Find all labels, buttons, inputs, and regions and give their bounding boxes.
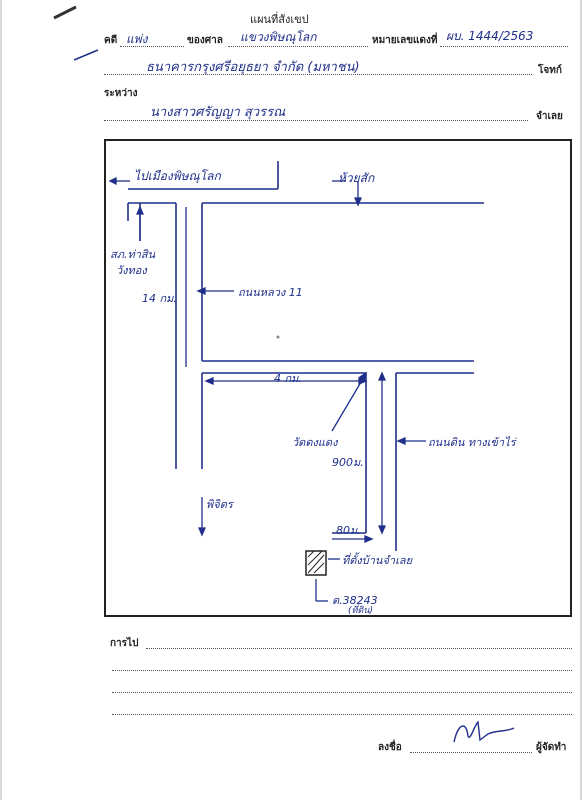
route-line-4 [112, 714, 572, 715]
case-type: แพ่ง [126, 32, 148, 46]
checkmark-icon [73, 49, 99, 61]
defendant-line [104, 120, 528, 121]
defendant-name: นางสาวศรัญญา สุวรรณ [150, 105, 286, 120]
distance-900m: 900ม. [332, 456, 364, 469]
case-no-label: หมายเลขแดงที่ [372, 35, 438, 46]
deed-label: ต.38243 [332, 594, 378, 607]
upper-right-label: ห้วยสัก [338, 171, 375, 185]
plaintiff-line [104, 74, 532, 75]
court-name: แขวงพิษณุโลก [240, 30, 317, 44]
plaintiff-label: โจทก์ [538, 65, 562, 76]
distance-4km: 4 กม. [274, 372, 302, 385]
maker-label: ผู้จัดทำ [536, 742, 567, 753]
north-label: ไปเมืองพิษณุโลก [134, 169, 221, 183]
phichit-label: พิจิตร [206, 498, 233, 511]
route-line-3 [112, 692, 572, 693]
temple-label: วัดดงแดง [292, 436, 338, 449]
signature-mark [453, 720, 515, 743]
house-symbol-icon [305, 550, 327, 576]
house-label: ที่ตั้งบ้านจำเลย [342, 554, 413, 567]
center-dot [276, 335, 280, 339]
sign-line [410, 752, 532, 753]
case-no: ผบ. 1444/2563 [446, 29, 534, 43]
between-label: ระหว่าง [104, 88, 138, 99]
sketch-map: ไปเมืองพิษณุโลก ห้วยสัก สภ.ท่าสิน วังทอง… [104, 139, 572, 617]
dirt-road-label: ถนนดิน ทางเข้าไร่ [428, 436, 516, 449]
left-page-edge [0, 0, 2, 800]
road-label: ถนนหลวง 11 [238, 286, 303, 299]
distance-14km: 14 กม. [142, 292, 177, 305]
route-line-2 [112, 670, 572, 671]
route-label: การไป [110, 638, 139, 649]
case-type-line [120, 46, 184, 47]
sign-label: ลงชื่อ [378, 742, 402, 753]
route-line-1 [146, 648, 572, 649]
case-no-line [440, 46, 568, 47]
plaintiff-name: ธนาคารกรุงศรีอยุธยา จำกัด (มหาชน) [146, 60, 360, 75]
map-roads [108, 161, 484, 602]
station-label-2: วังทอง [116, 264, 147, 277]
distance-80m: 80ม. [336, 524, 361, 537]
court-name-line [228, 46, 368, 47]
form-title: แผนที่สังเขป [250, 13, 309, 26]
deed-sub-label: (ที่ดิน) [348, 606, 373, 616]
case-label: คดี [104, 35, 118, 46]
right-page-edge [580, 0, 582, 800]
court-label: ของศาล [187, 35, 223, 46]
defendant-label: จำเลย [536, 111, 563, 122]
staple-mark-icon [53, 5, 77, 20]
station-label-1: สภ.ท่าสิน [110, 248, 156, 261]
